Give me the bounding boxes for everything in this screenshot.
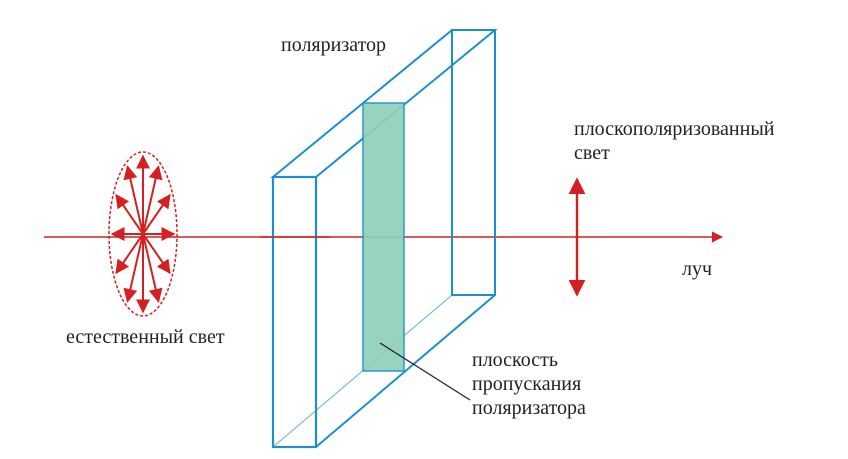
- ray-label: луч: [682, 258, 713, 280]
- natural-light-vector: [142, 233, 163, 303]
- natural-light-vector: [115, 233, 144, 275]
- transmission-plane: [362, 102, 405, 372]
- natural-light-vector: [142, 233, 171, 275]
- plane-pointer-line: [379, 342, 471, 401]
- transmission-plane-label-line3: поляризатора: [472, 397, 586, 419]
- natural-light-ellipse: [108, 151, 178, 317]
- natural-light-vector: [115, 193, 144, 235]
- polarizer-label: поляризатор: [281, 34, 387, 56]
- transmission-plane-label-line2: пропускания: [472, 373, 582, 395]
- polarizer-front-face: [271, 175, 318, 449]
- natural-light-vector: [123, 233, 144, 303]
- natural-light-vector: [142, 165, 163, 235]
- polarized-light-label-line2: свет: [574, 142, 610, 164]
- natural-light-label: естественный свет: [66, 326, 225, 348]
- polarizer-back-face: [451, 29, 496, 296]
- transmission-plane-label-line1: плоскость: [472, 349, 558, 371]
- polarized-light-label-line1: плоскополяризованный: [574, 118, 775, 140]
- natural-light-vector: [142, 193, 171, 235]
- natural-light-arrows: [110, 154, 176, 314]
- polarizer-bottom-edge: [315, 294, 496, 448]
- natural-light-vector: [123, 165, 144, 235]
